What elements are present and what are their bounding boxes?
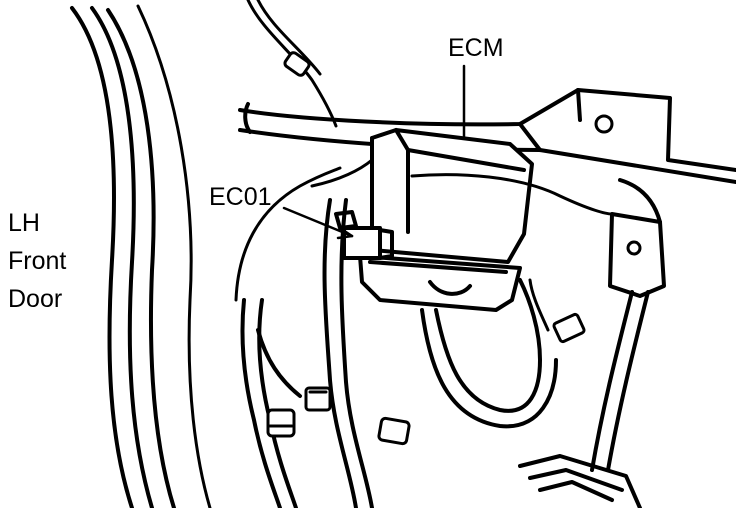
lh-front-door-label: LH Front Door (8, 204, 66, 318)
leader-lines (282, 64, 466, 240)
bracket-and-pedal (518, 178, 666, 508)
ec01-connector (334, 210, 394, 260)
ecm-module (358, 128, 534, 312)
door-label-line-2: Front (8, 247, 67, 275)
door-label-line-3: Door (8, 285, 63, 313)
ec01-arrowhead (336, 226, 354, 240)
right-plug (528, 278, 586, 344)
panel-edges (234, 158, 614, 302)
ecm-label: ECM (448, 34, 504, 62)
ec01-leader-line (282, 206, 354, 238)
upper-wire (246, 0, 338, 128)
door-frame-lines (70, 4, 212, 508)
harness-connectors (266, 386, 411, 446)
door-label-line-1: LH (8, 209, 40, 237)
ec01-label: EC01 (209, 183, 272, 211)
